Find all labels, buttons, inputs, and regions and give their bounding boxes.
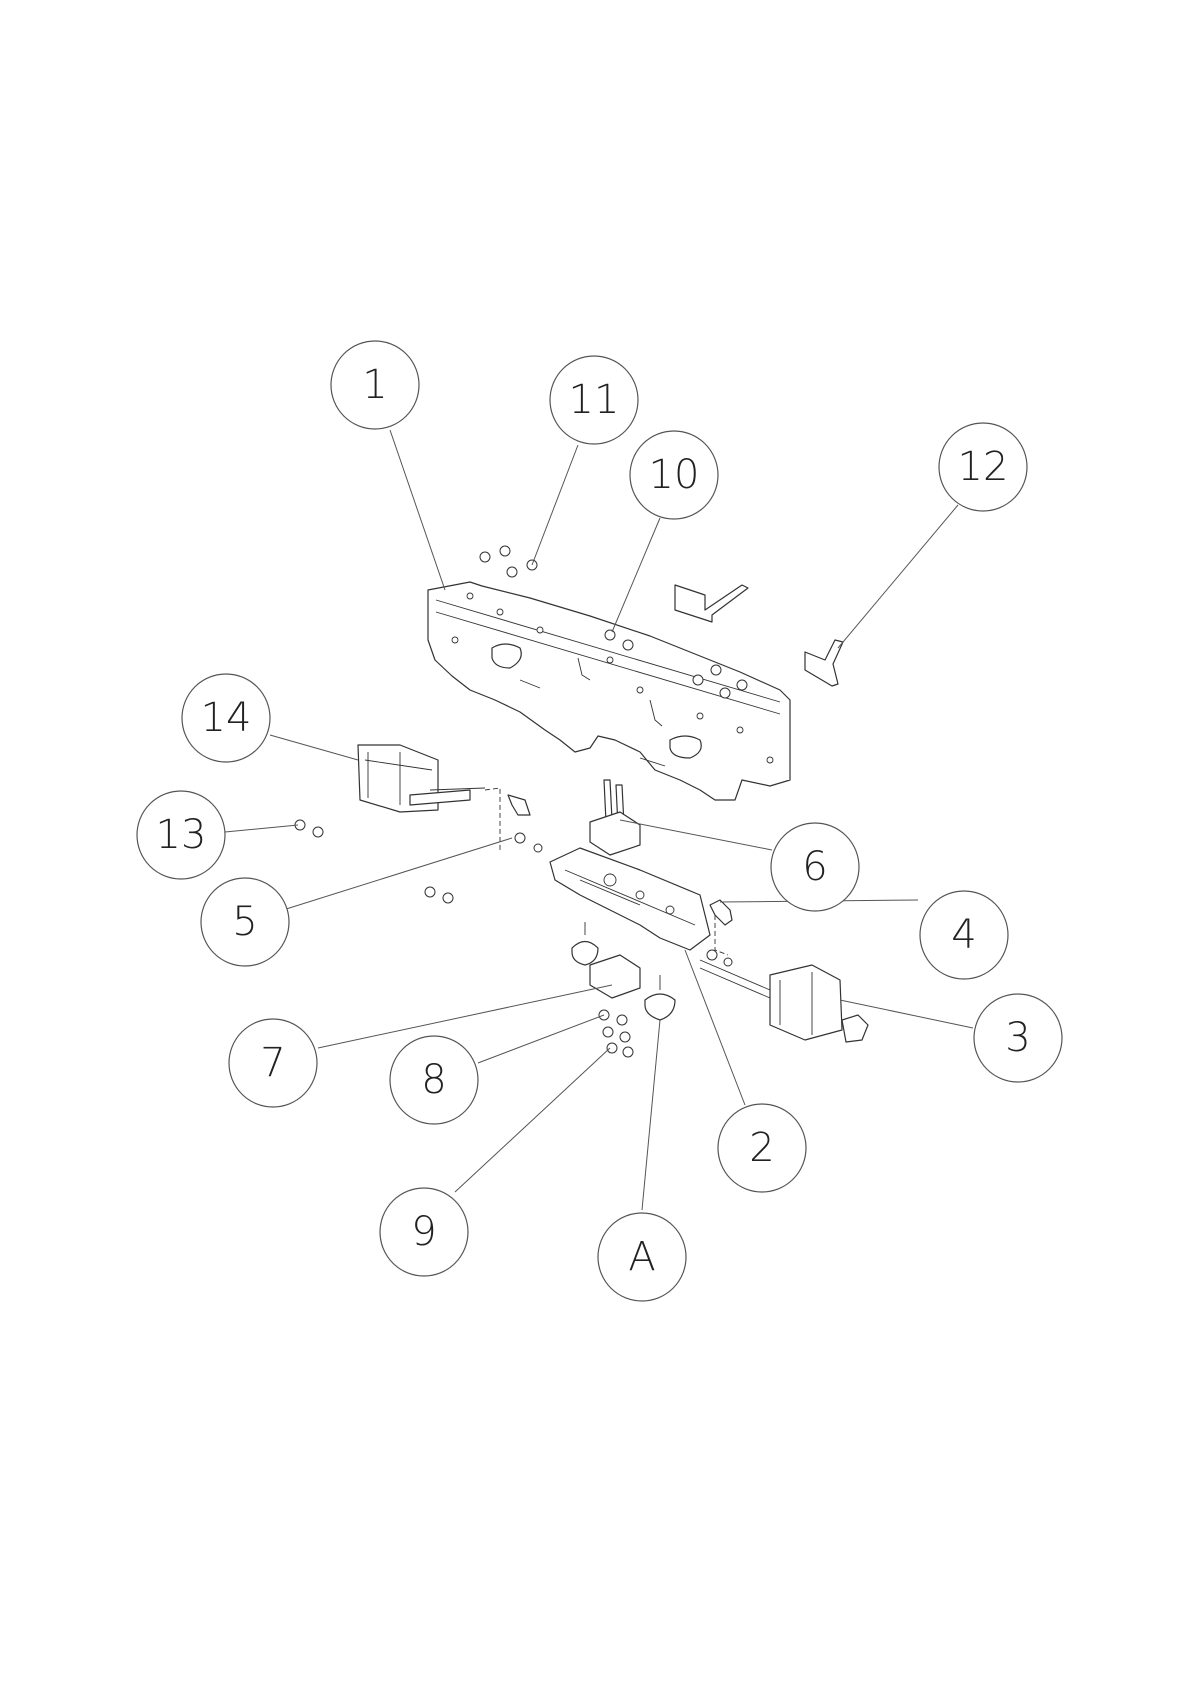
- callout-a: A: [598, 1213, 686, 1301]
- callout-label-9: 9: [411, 1209, 436, 1255]
- leader-14: [270, 735, 358, 760]
- callout-2: 2: [718, 1104, 806, 1192]
- callout-7: 7: [229, 1019, 317, 1107]
- callout-label-13: 13: [156, 812, 207, 858]
- callout-label-4: 4: [951, 912, 976, 958]
- leader-13: [225, 825, 298, 832]
- callout-label-11: 11: [569, 377, 620, 423]
- callout-6: 6: [771, 823, 859, 911]
- leader-6: [620, 820, 772, 850]
- part-1-top-bracket-plate: [428, 582, 790, 800]
- callout-label-10: 10: [649, 452, 700, 498]
- part-14-left-solenoid: [358, 745, 500, 850]
- part-13-small-screws: [295, 820, 323, 837]
- leader-12: [838, 505, 958, 648]
- callout-11: 11: [550, 356, 638, 444]
- leader-8: [478, 1015, 604, 1063]
- part-6-pins: [590, 780, 640, 855]
- callout-9: 9: [380, 1188, 468, 1276]
- callout-label-8: 8: [421, 1057, 446, 1103]
- leader-9: [455, 1048, 610, 1192]
- callout-label-a: A: [628, 1234, 655, 1280]
- part-4-bracket: [707, 900, 732, 966]
- callout-5: 5: [201, 878, 289, 966]
- callout-label-3: 3: [1005, 1015, 1030, 1061]
- leader-1: [390, 430, 445, 590]
- callout-label-2: 2: [749, 1125, 774, 1171]
- part-a-roller: [645, 975, 675, 1020]
- callout-14: 14: [182, 674, 270, 762]
- callout-12: 12: [939, 423, 1027, 511]
- callout-label-12: 12: [958, 444, 1009, 490]
- callout-3: 3: [974, 994, 1062, 1082]
- part-2-slider-plate: [550, 848, 710, 950]
- callout-1: 1: [331, 341, 419, 429]
- leader-10: [612, 518, 660, 632]
- callout-4: 4: [920, 891, 1008, 979]
- leader-a: [642, 1020, 660, 1210]
- callout-label-7: 7: [260, 1040, 285, 1086]
- leader-11: [532, 445, 578, 565]
- callout-13: 13: [137, 791, 225, 879]
- callout-label-6: 6: [802, 844, 827, 890]
- part-8-9-washers-nuts: [599, 1010, 633, 1057]
- callout-label-1: 1: [362, 362, 387, 408]
- callout-8: 8: [390, 1036, 478, 1124]
- part-5-washer-nut: [425, 795, 542, 903]
- callout-10: 10: [630, 431, 718, 519]
- part-11-screws: [480, 546, 537, 577]
- callout-label-5: 5: [232, 899, 257, 945]
- leader-2: [685, 950, 745, 1105]
- leader-7: [318, 985, 612, 1048]
- leader-5: [283, 838, 512, 910]
- callout-label-14: 14: [201, 695, 252, 741]
